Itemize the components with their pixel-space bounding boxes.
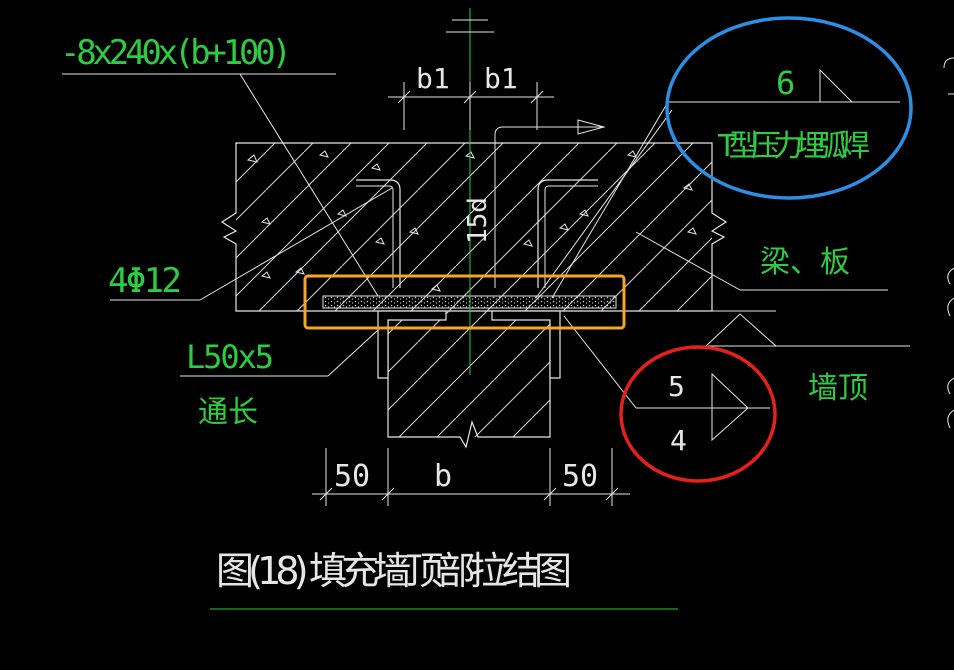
weld-top-type-label: T型压力埋弧焊 <box>717 129 870 164</box>
plate-spec-label: -8x240x(b+100) <box>60 33 292 73</box>
weld-side-top-label: 5 <box>668 370 685 403</box>
dim-b1-right-label: b1 <box>484 62 518 95</box>
dim-b1-left-label: b1 <box>416 62 450 95</box>
dim-b1 <box>388 82 606 135</box>
leader-lines <box>62 68 910 610</box>
highlight-box-plate <box>303 274 626 330</box>
angle-spec-label: L50x5 <box>186 338 274 376</box>
highlight-circle-top-weld <box>665 16 913 200</box>
angle-steel <box>377 310 561 379</box>
right-edge-fragments <box>943 57 954 429</box>
infill-wall <box>387 310 776 449</box>
dim-15d-label: 15d <box>463 197 493 244</box>
weld-side-bottom-label: 4 <box>670 424 687 457</box>
dim-50-left-label: 50 <box>334 459 370 494</box>
rebar-label: 4Φ12 <box>108 261 182 301</box>
dim-bottom <box>312 448 630 506</box>
angle-through-label: 通长 <box>198 395 258 430</box>
beam-slab-label: 梁、板 <box>760 245 850 280</box>
wall-top-label: 墙顶 <box>808 371 868 406</box>
dim-b-label: b <box>434 459 452 494</box>
dim-50-right-label: 50 <box>562 459 598 494</box>
highlight-circle-side-weld <box>619 345 777 483</box>
drawing-caption: 图(18) 填充墙顶部拉结图 <box>216 549 572 593</box>
weld-top-size-label: 6 <box>776 64 795 102</box>
beam-slab-section <box>220 126 728 312</box>
